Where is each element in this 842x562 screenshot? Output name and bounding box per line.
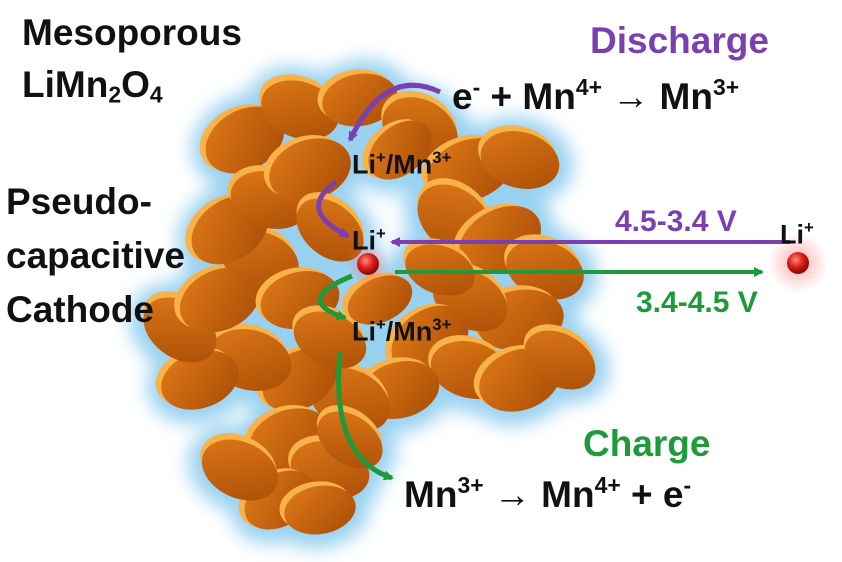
side-label-line3: Cathode [6,289,154,330]
particle [296,198,364,262]
li-outer-label: Li+ [780,218,814,250]
particle [368,120,432,180]
particle [205,106,285,174]
discharge-voltage: 4.5-3.4 V [615,205,737,238]
discharge-curve-upper [347,82,442,142]
particle [293,311,367,369]
particle [347,275,413,325]
side-label-line1: Pseudo- [6,181,152,222]
charge-voltage: 3.4-4.5 V [636,286,758,319]
li-mn-upper-label: Li+/Mn3+ [352,148,452,180]
charge-curve-upper [317,273,353,321]
side-label-line2: capacitive [6,235,185,276]
inner-li-ion [357,253,379,275]
charge-label: Charge [583,423,711,464]
particle [480,131,560,189]
title-formula: LiMn2O4 [22,64,163,108]
discharge-label: Discharge [590,20,769,61]
li-inner-label: Li+ [352,224,386,256]
title-line1: Mesoporous [22,12,242,53]
particle [524,330,596,390]
particle [179,267,261,333]
outer-li-ion [787,252,809,274]
mesoporous-particles [143,69,596,535]
particle [161,350,239,410]
particle [201,439,279,501]
charge-curve-lower [336,351,394,481]
charge-equation: Mn3+ → Mn4+ + e- [404,472,692,516]
discharge-curve-lower [316,179,350,239]
li-mn-lower-label: Li+/Mn3+ [352,315,452,347]
particle [322,73,398,127]
particle [284,485,356,535]
discharge-equation: e- + Mn4+ → Mn3+ [452,74,740,118]
